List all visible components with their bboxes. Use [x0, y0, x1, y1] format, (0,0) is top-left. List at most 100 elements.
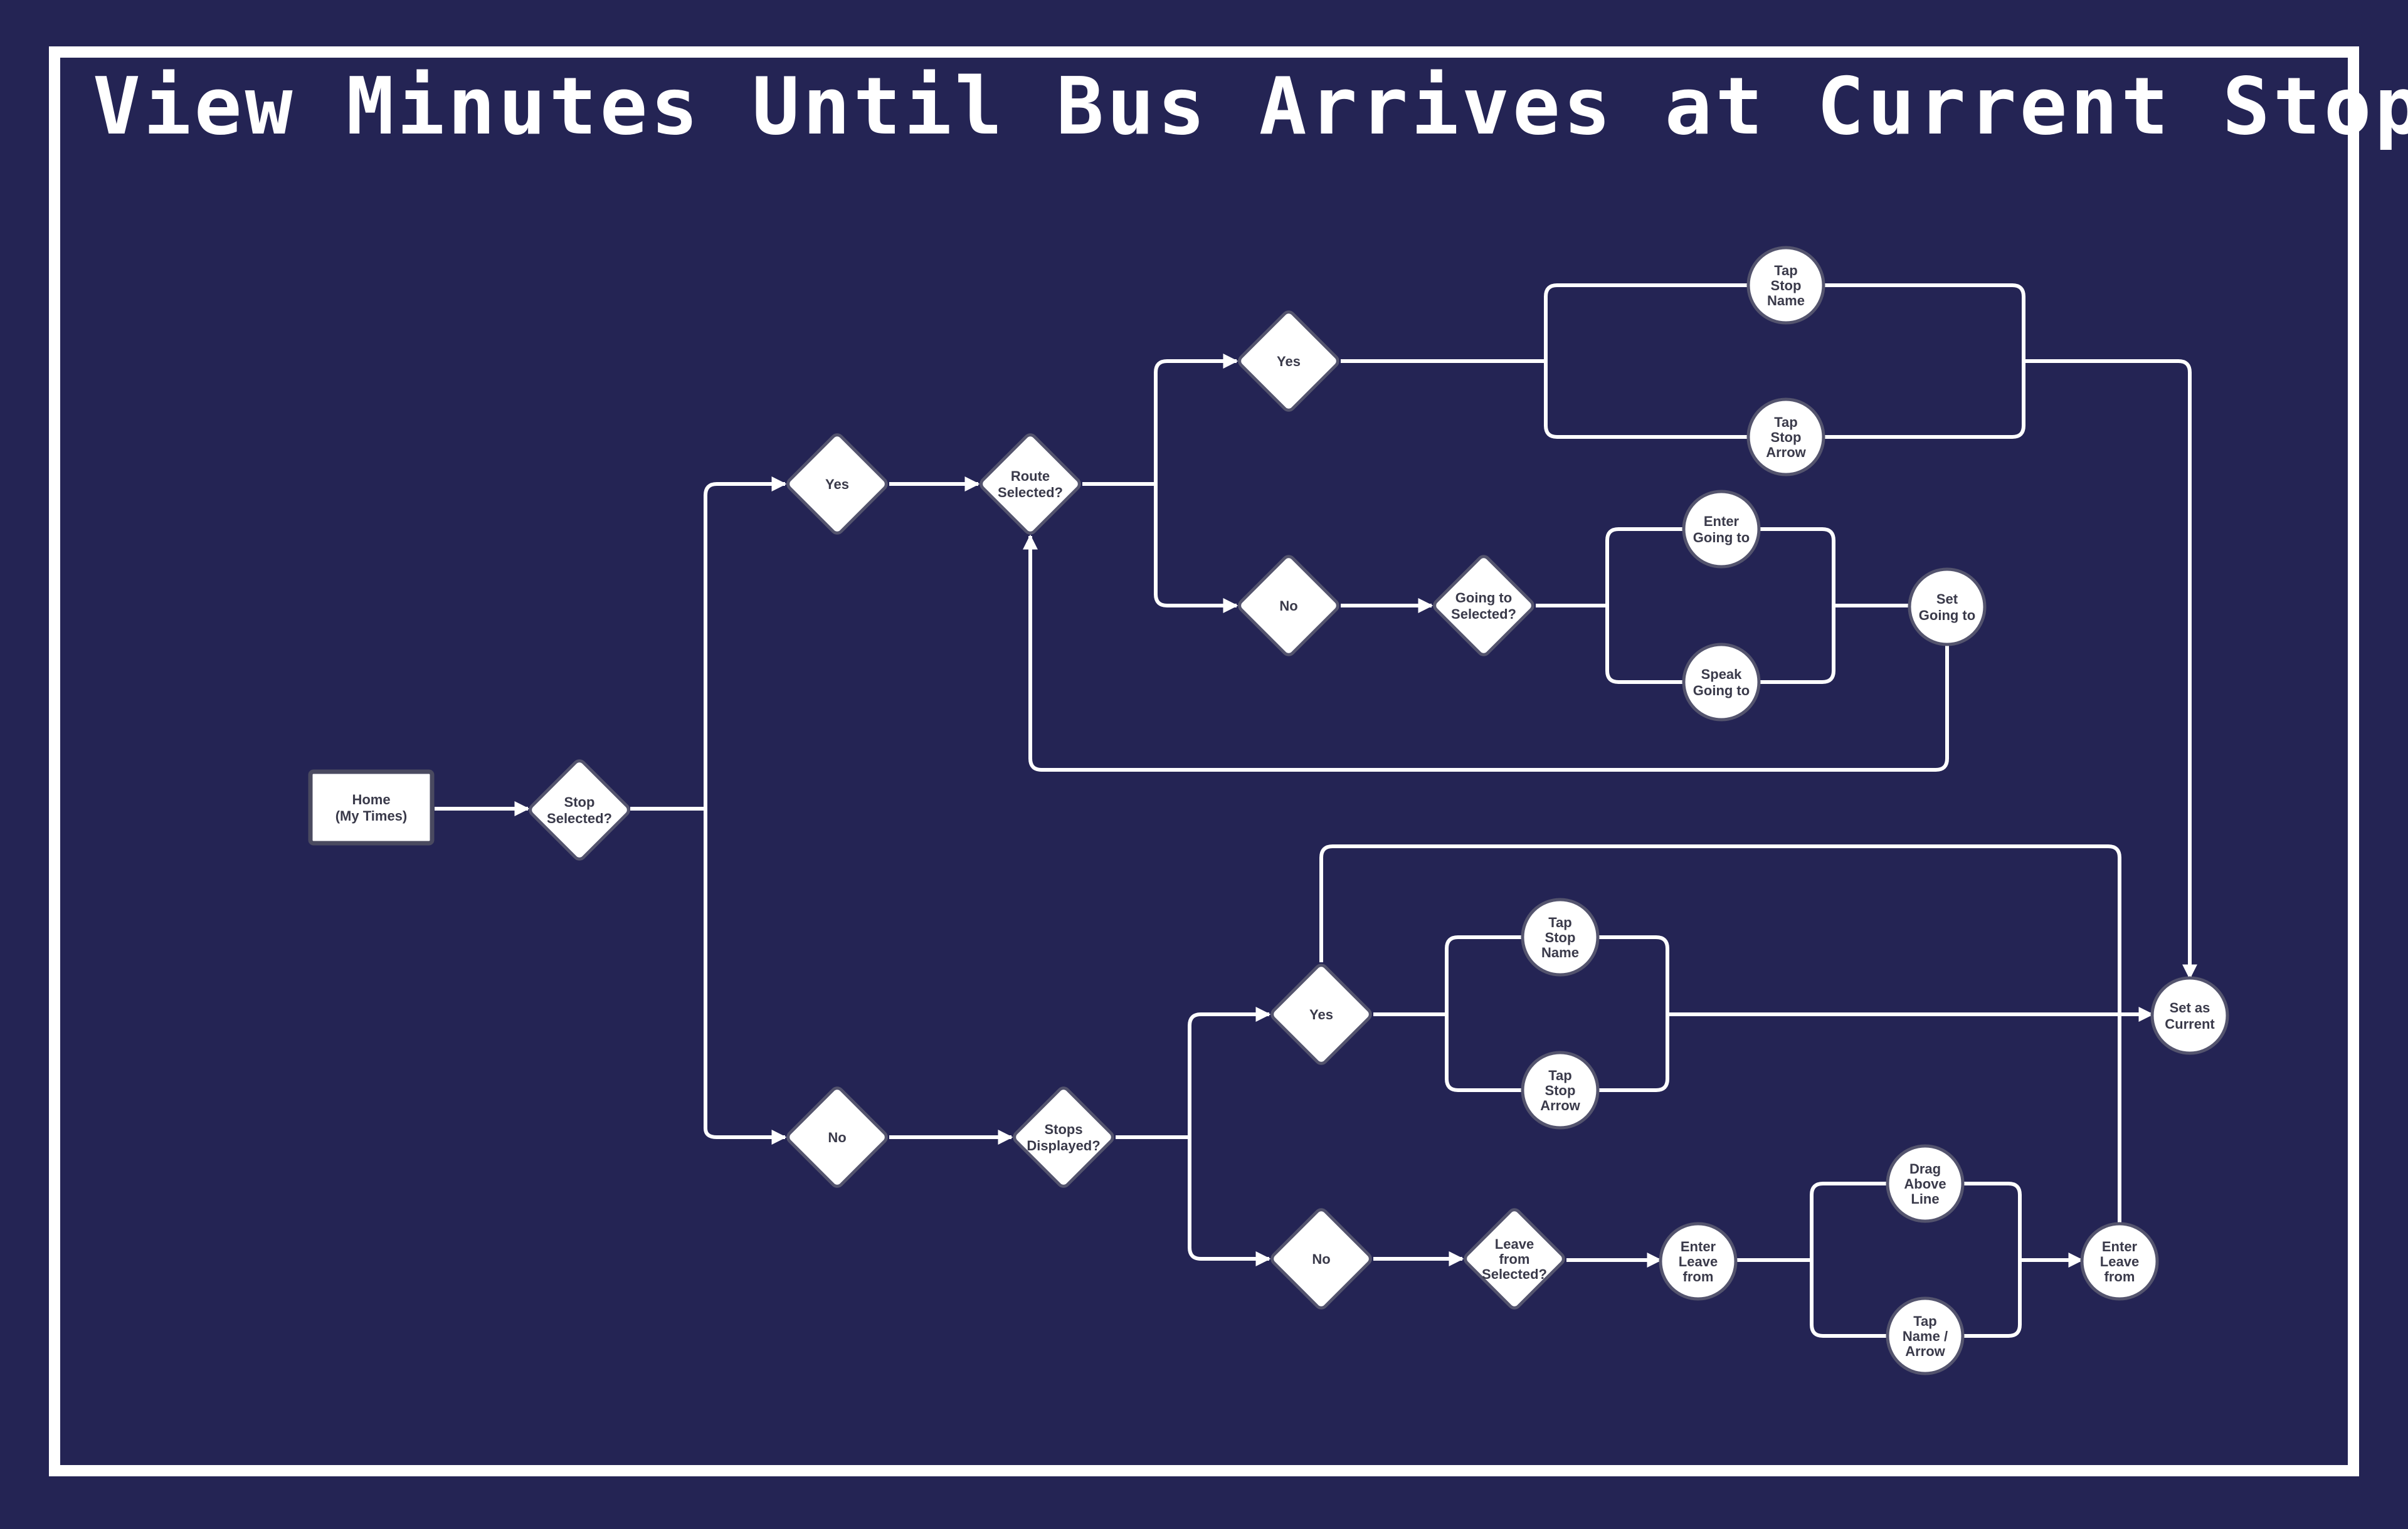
- node-shape: [1238, 555, 1339, 656]
- node-shape: [1659, 1222, 1738, 1301]
- node-shape: [1682, 490, 1761, 569]
- node-label: Yes: [1277, 354, 1301, 369]
- node-label: Selected?: [1451, 606, 1516, 622]
- node-label: No: [828, 1130, 846, 1145]
- node-label: Selected?: [1482, 1266, 1547, 1282]
- node-label: Stop: [1545, 1083, 1576, 1098]
- node-label: Above: [1904, 1176, 1946, 1192]
- node-label: Leave: [2100, 1254, 2139, 1269]
- connector-to-no-stops: [1188, 1247, 1271, 1266]
- node-shape: [786, 1086, 888, 1188]
- node-no-stops[interactable]: No: [1270, 1207, 1373, 1310]
- connector-tap-box-2: [1445, 935, 1669, 1092]
- node-label: Arrow: [1766, 444, 1806, 460]
- node-label: Tap: [1774, 414, 1797, 430]
- node-shape: [1270, 964, 1372, 1065]
- node-label: Selected?: [998, 485, 1063, 500]
- node-shape: [1433, 555, 1534, 656]
- node-label: No: [1312, 1251, 1330, 1267]
- node-label: Stop: [1771, 278, 1802, 293]
- node-label: Stop: [1545, 930, 1576, 945]
- node-label: Leave: [1679, 1254, 1718, 1269]
- node-shape: [1270, 1208, 1372, 1310]
- connector-to-yes-stops: [1188, 1007, 1271, 1026]
- node-shape: [2150, 976, 2229, 1055]
- node-label: Displayed?: [1027, 1138, 1100, 1153]
- node-home[interactable]: Home(My Times): [308, 769, 435, 846]
- node-label: Speak: [1701, 666, 1743, 682]
- node-yes-route[interactable]: Yes: [1237, 310, 1340, 412]
- node-label: Enter: [1704, 513, 1740, 529]
- node-shape: [980, 433, 1081, 535]
- node-label: Current: [2165, 1016, 2215, 1032]
- node-label: Stop: [564, 794, 595, 810]
- node-label: Home: [352, 792, 390, 807]
- node-shape: [786, 433, 888, 535]
- node-shape: [1521, 898, 1600, 977]
- node-no-stop[interactable]: No: [786, 1086, 889, 1189]
- connector-leave-box: [1810, 1182, 2022, 1338]
- node-label: Leave: [1495, 1236, 1534, 1252]
- node-label: Yes: [1309, 1007, 1333, 1022]
- connector-box1-to-set-current: [2024, 359, 2197, 980]
- node-label: Set: [1936, 591, 1958, 607]
- connector-going-box: [1605, 527, 1835, 684]
- node-shape: [1886, 1296, 1965, 1375]
- node-shape: [1013, 1086, 1114, 1188]
- node-label: Line: [1911, 1191, 1939, 1207]
- node-label: Going to: [1693, 683, 1750, 698]
- node-no-route[interactable]: No: [1237, 554, 1340, 657]
- node-label: Going to: [1693, 530, 1750, 545]
- node-label: Yes: [825, 476, 849, 492]
- node-shape: [1464, 1208, 1565, 1310]
- page-title: View Minutes Until Bus Arrives at Curren…: [93, 60, 2408, 152]
- node-yes-stop[interactable]: Yes: [786, 433, 889, 535]
- connector-enter-leave-loop: [1319, 844, 2121, 1224]
- node-yes-stops[interactable]: Yes: [1270, 963, 1373, 1066]
- node-label: Drag: [1909, 1161, 1941, 1177]
- node-label: from: [1683, 1269, 1714, 1285]
- node-label: Name: [1767, 293, 1805, 308]
- node-label: Tap: [1548, 915, 1571, 930]
- node-shape: [529, 759, 630, 861]
- node-label: Stop: [1771, 429, 1802, 445]
- node-label: Tap: [1913, 1313, 1936, 1329]
- node-shape: [1521, 1051, 1600, 1130]
- node-label: Enter: [2102, 1239, 2138, 1254]
- connector-to-yes-stop: [704, 476, 787, 496]
- node-label: Arrow: [1540, 1098, 1580, 1113]
- node-shape: [308, 769, 435, 846]
- connector-to-no-stop: [704, 1128, 787, 1145]
- node-shape: [1746, 246, 1825, 325]
- nodes: Home(My Times)StopSelected?YesNoRouteSel…: [308, 246, 2229, 1375]
- node-label: Going to: [1919, 607, 1975, 623]
- connector-to-yes-route: [1154, 354, 1238, 373]
- connector-to-no-route: [1154, 594, 1238, 613]
- node-shape: [1908, 567, 1987, 646]
- node-label: Selected?: [547, 811, 612, 826]
- node-shape: [1238, 310, 1339, 412]
- node-shape: [1746, 397, 1825, 476]
- node-label: Tap: [1774, 263, 1797, 278]
- connector-tap-box-1: [1544, 283, 2025, 439]
- node-label: Going to: [1455, 590, 1512, 606]
- node-shape: [1682, 643, 1761, 722]
